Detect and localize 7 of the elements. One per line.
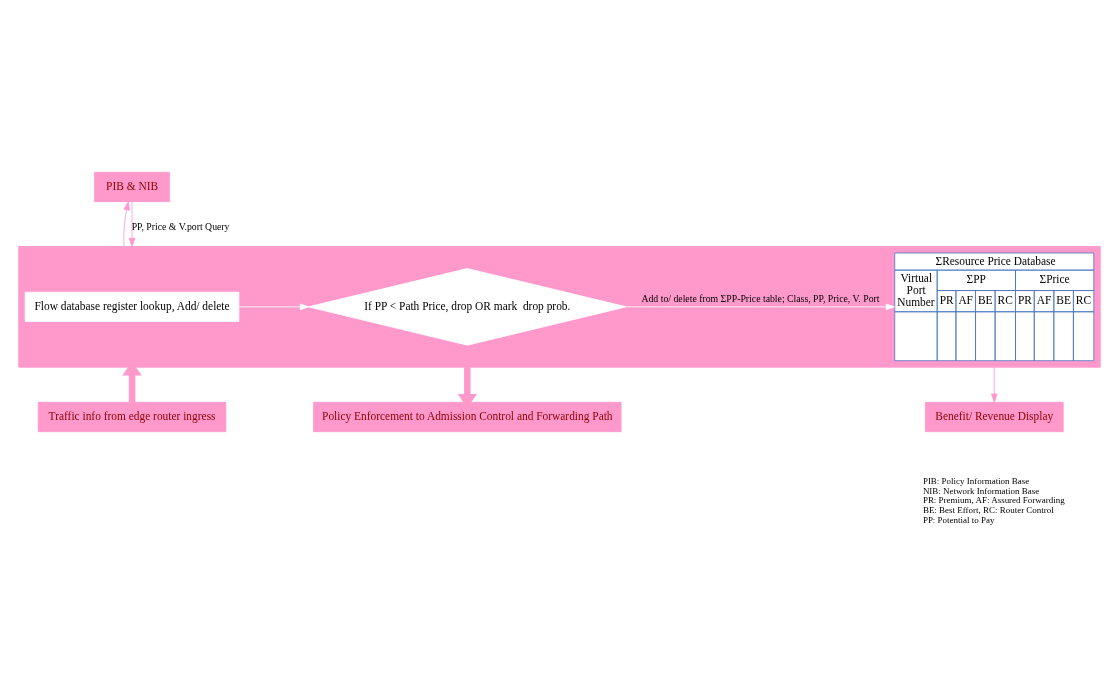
edge-label: Add to/ delete from ΣPP-Price table; Class, PP, Price, V. Port <box>641 292 880 304</box>
label: NIB: Network Information Base <box>922 485 1040 495</box>
label: PP: Potential to Pay <box>922 514 995 525</box>
label: PR: Premium, AF: Assured Forwarding <box>922 494 1065 505</box>
label: BE: Best Effort, RC: Router Control <box>922 504 1054 515</box>
label: PIB: Policy Information Base <box>922 475 1030 486</box>
edge-label: PP, Price & V.port Query <box>131 220 230 232</box>
